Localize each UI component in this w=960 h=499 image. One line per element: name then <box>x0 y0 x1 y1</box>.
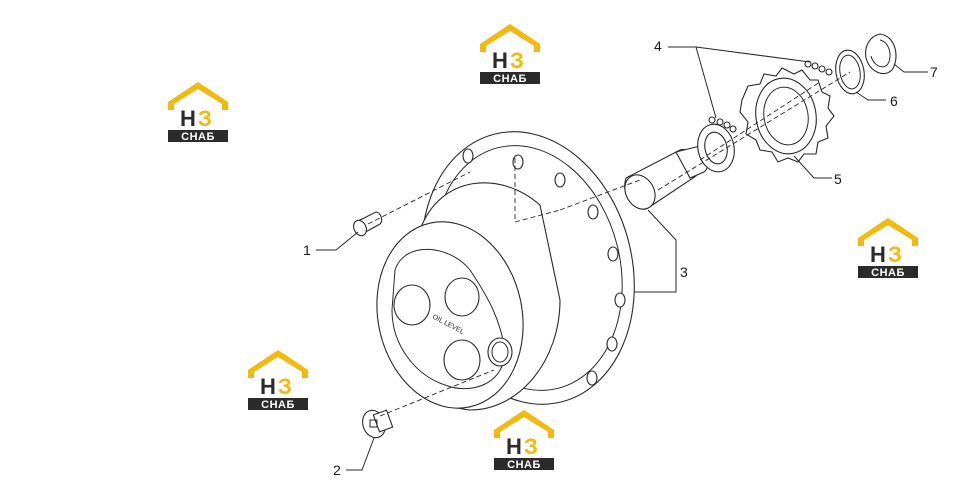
callout-1: 1 <box>303 242 311 258</box>
callout-2: 2 <box>333 462 341 478</box>
assembly-lines <box>367 71 851 417</box>
svg-text:СНАБ: СНАБ <box>871 267 905 279</box>
svg-text:З: З <box>198 106 212 131</box>
svg-text:З: З <box>524 434 538 459</box>
svg-text:СНАБ: СНАБ <box>181 131 215 143</box>
snap-ring <box>865 33 897 75</box>
svg-text:З: З <box>510 48 524 73</box>
leader-lines <box>316 46 928 471</box>
spindle <box>624 145 709 210</box>
callout-7: 7 <box>930 64 938 80</box>
watermark-logo: Н З СНАБ <box>248 350 308 411</box>
watermark-logo: Н З СНАБ <box>480 24 540 85</box>
svg-text:Н: Н <box>260 374 276 399</box>
hub-housing: OIL LEVEL <box>376 131 635 411</box>
callout-3: 3 <box>680 264 688 280</box>
svg-text:Н: Н <box>870 242 886 267</box>
svg-text:З: З <box>278 374 292 399</box>
svg-text:Н: Н <box>506 434 522 459</box>
svg-text:Н: Н <box>180 106 196 131</box>
watermark-logo: Н З СНАБ <box>858 218 918 279</box>
callout-6: 6 <box>890 93 898 109</box>
svg-text:Н: Н <box>492 48 508 73</box>
needle-rollers <box>708 60 833 133</box>
callout-5: 5 <box>834 171 842 187</box>
svg-text:СНАБ: СНАБ <box>507 459 541 471</box>
svg-text:СНАБ: СНАБ <box>493 73 527 85</box>
svg-text:СНАБ: СНАБ <box>261 399 295 411</box>
svg-text:З: З <box>888 242 902 267</box>
watermark-logo: Н З СНАБ <box>494 410 554 471</box>
screw-1 <box>353 211 383 237</box>
plug-2 <box>362 409 394 439</box>
watermark-logo: Н З СНАБ <box>168 82 228 143</box>
planet-gear <box>739 67 835 163</box>
callout-4: 4 <box>654 38 662 54</box>
